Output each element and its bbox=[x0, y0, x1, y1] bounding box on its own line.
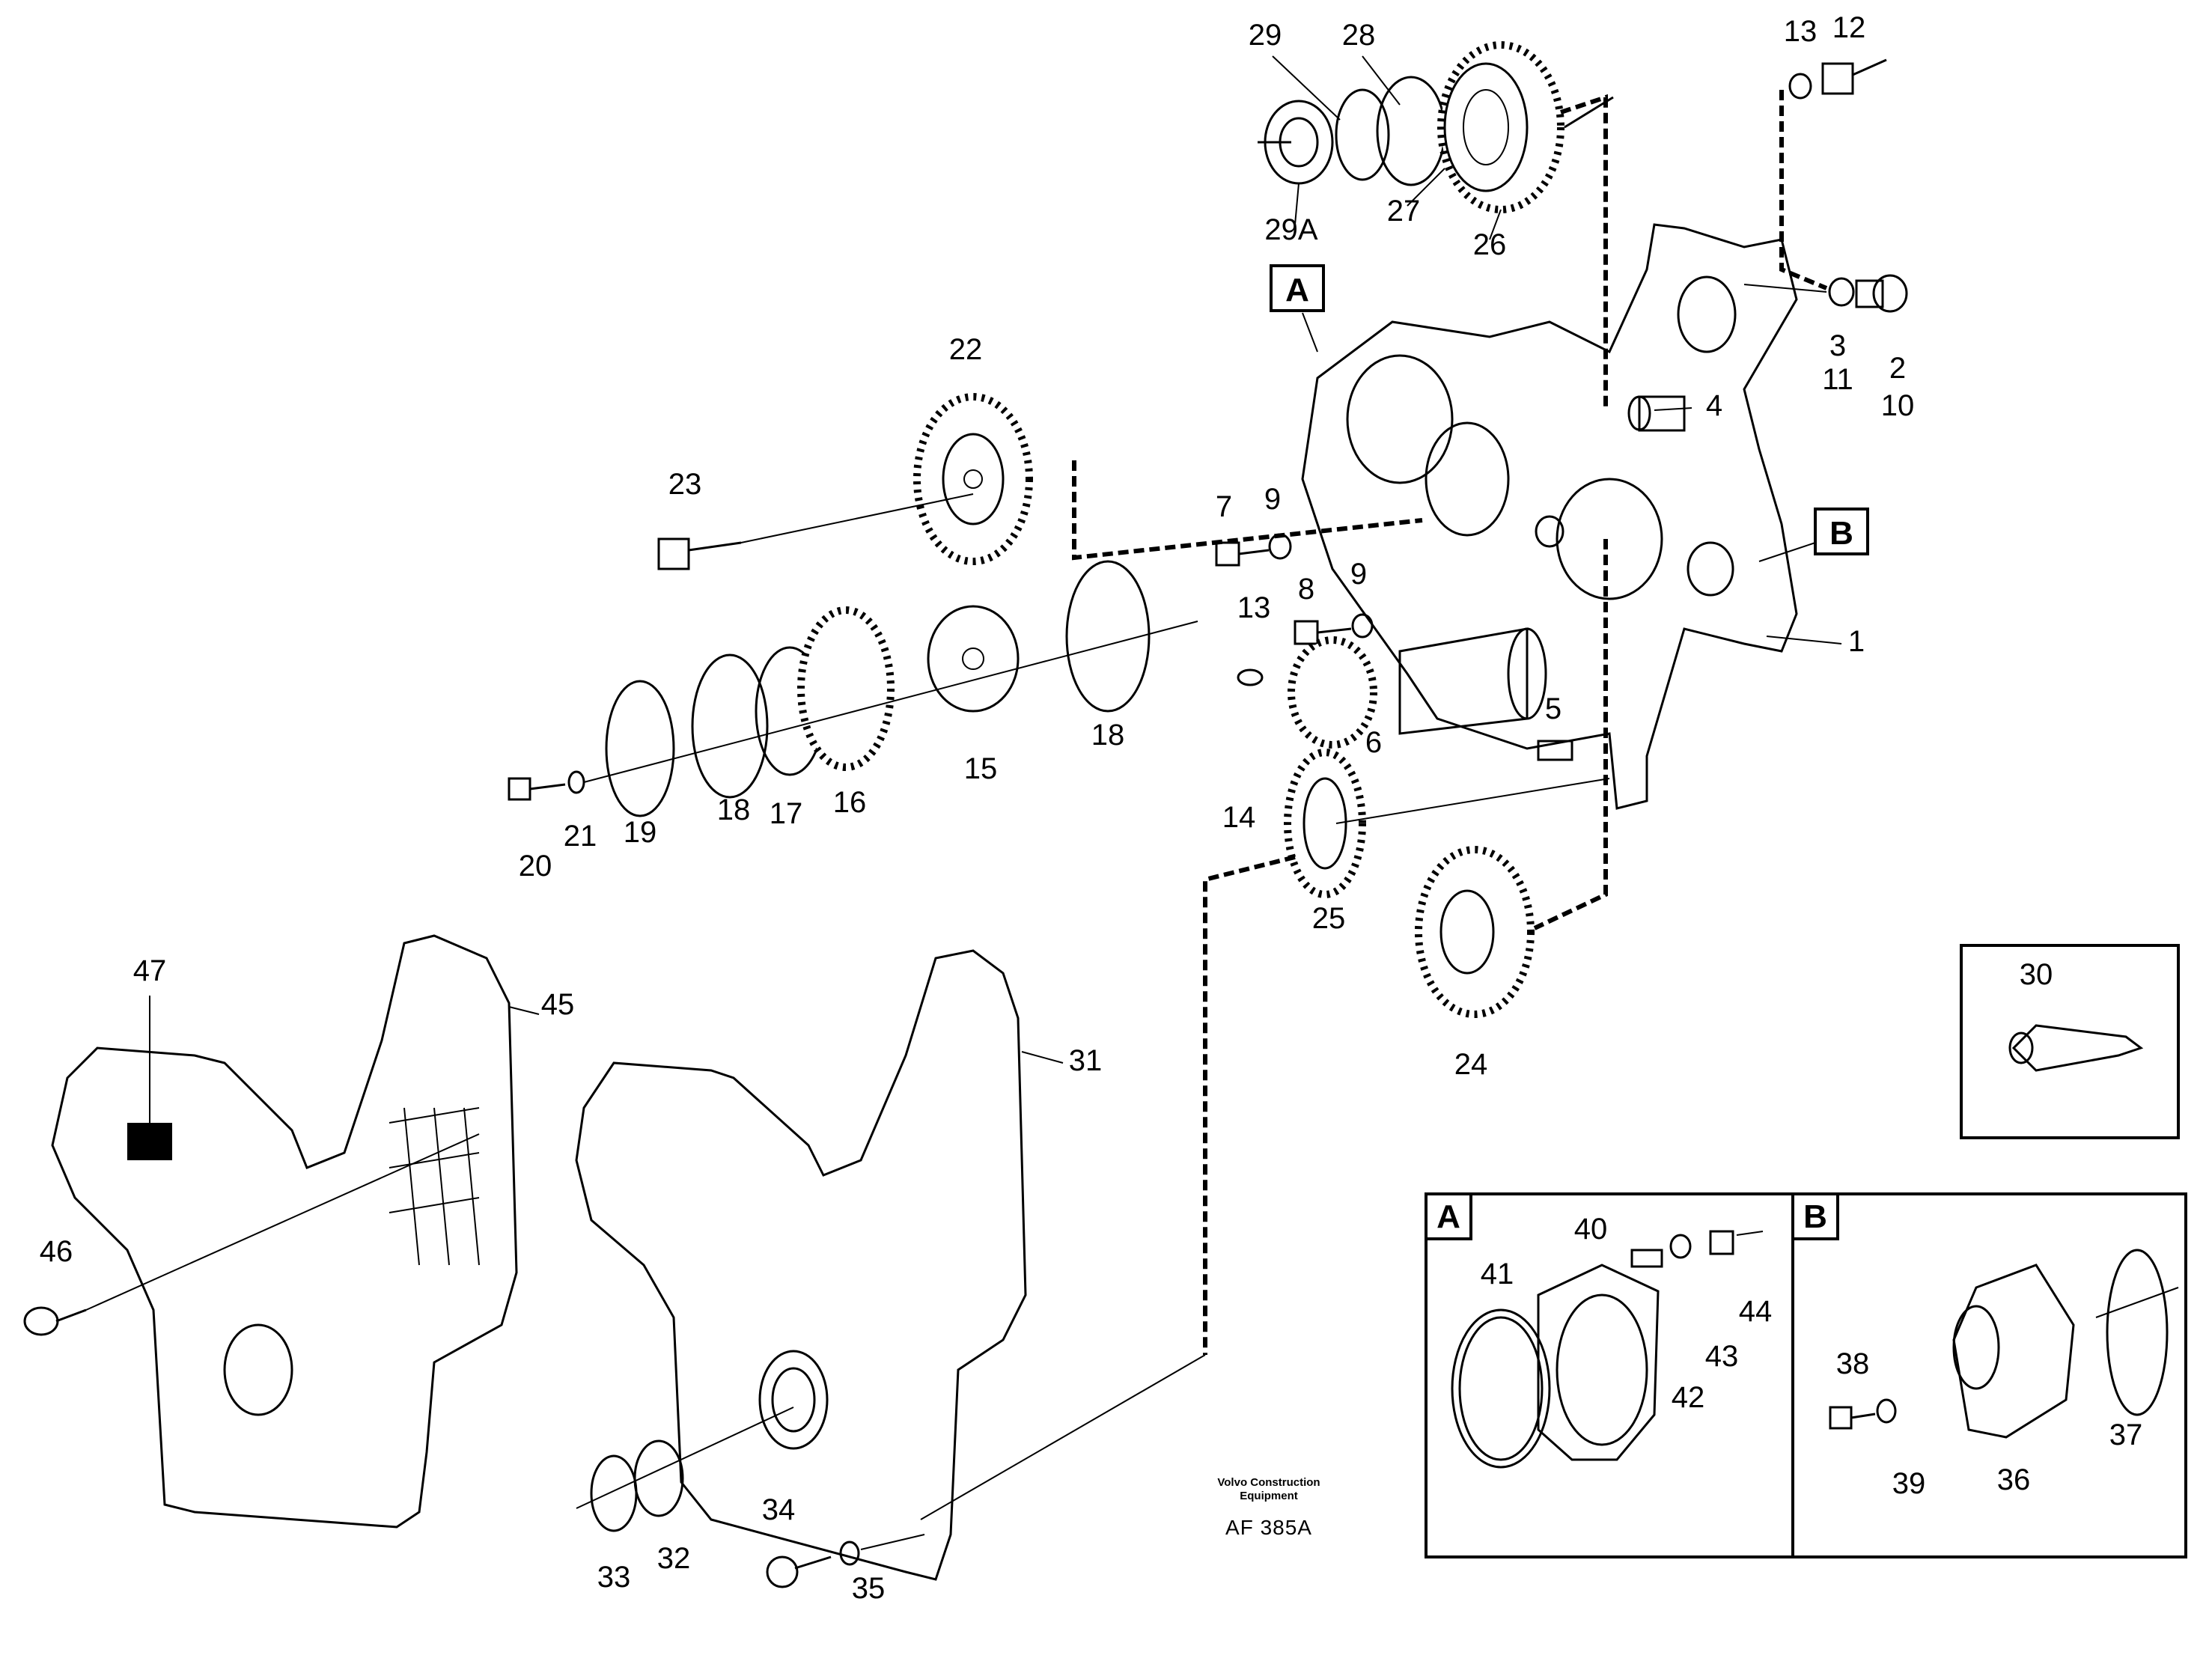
part-label: 16 bbox=[833, 786, 867, 819]
part-label: 37 bbox=[2109, 1418, 2143, 1451]
part-label: 19 bbox=[624, 816, 657, 849]
detail-b-label: B bbox=[1803, 1198, 1827, 1235]
bolt-12-13 bbox=[1788, 58, 1887, 100]
part-label: 28 bbox=[1342, 19, 1376, 52]
part-label: 5 bbox=[1545, 692, 1561, 725]
part-label: 12 bbox=[1832, 11, 1866, 44]
part-label: 2 bbox=[1889, 352, 1906, 385]
part-label: 43 bbox=[1705, 1340, 1739, 1373]
part-label: 18 bbox=[717, 793, 751, 826]
hub-stack bbox=[508, 560, 1198, 817]
callout-box-b-label: B bbox=[1829, 515, 1853, 552]
figure-footer: Volvo Construction Equipment AF 385A bbox=[1217, 1476, 1320, 1539]
part-label: 22 bbox=[949, 333, 983, 366]
callout-box-a: A bbox=[1270, 264, 1325, 353]
part-label: 34 bbox=[762, 1493, 796, 1526]
gears-14-24-25 bbox=[1284, 636, 1573, 1018]
part-label: 46 bbox=[40, 1235, 73, 1268]
detail-a-label: A bbox=[1436, 1198, 1460, 1235]
part-label: 15 bbox=[964, 752, 998, 785]
plug-2-washer-3 bbox=[1743, 274, 1908, 313]
part-label: 29 bbox=[1249, 19, 1282, 52]
part-label: 11 bbox=[1822, 363, 1853, 396]
figure-code: AF 385A bbox=[1225, 1516, 1312, 1539]
part-label: 41 bbox=[1481, 1258, 1514, 1290]
part-label: 31 bbox=[1069, 1044, 1103, 1077]
publisher-line-1: Volvo Construction bbox=[1217, 1476, 1320, 1489]
part-label: 8 bbox=[1298, 573, 1314, 606]
part-label: 38 bbox=[1836, 1347, 1870, 1380]
part-label: 39 bbox=[1892, 1467, 1926, 1500]
dashed-leader-lines bbox=[920, 90, 1828, 1520]
part-label: 3 bbox=[1829, 329, 1846, 362]
part-label: 13 bbox=[1784, 15, 1818, 48]
part-label: 9 bbox=[1350, 558, 1367, 591]
part-label: 23 bbox=[668, 468, 702, 501]
part-label: 14 bbox=[1222, 801, 1256, 834]
part-label: 44 bbox=[1739, 1295, 1773, 1328]
timing-cover-45 bbox=[23, 934, 518, 1529]
timing-cover-31 bbox=[575, 949, 1027, 1588]
part-label: 29A bbox=[1264, 213, 1317, 246]
part-label: 26 bbox=[1473, 228, 1507, 261]
part-label: 42 bbox=[1672, 1381, 1705, 1414]
timing-gear-housing bbox=[1301, 223, 1798, 810]
part-label: 45 bbox=[541, 988, 575, 1021]
part-label: 25 bbox=[1312, 902, 1346, 935]
gear-22-bolt-23 bbox=[657, 393, 1033, 570]
callout-box-b: B bbox=[1758, 508, 1869, 562]
part-label: 18 bbox=[1091, 719, 1125, 752]
part-label: 10 bbox=[1881, 389, 1915, 422]
part-number-labels: 1 2 3 4 5 6 7 8 9 9 10 11 12 13 13 14 15… bbox=[40, 11, 2143, 1605]
part-label: 4 bbox=[1706, 389, 1722, 422]
part-label: 27 bbox=[1387, 195, 1421, 228]
part-label: 36 bbox=[1997, 1463, 2031, 1496]
part-label: 1 bbox=[1848, 625, 1865, 658]
part-label: 21 bbox=[564, 820, 597, 853]
part-label: 20 bbox=[519, 850, 552, 883]
part-label: 9 bbox=[1264, 483, 1281, 516]
part-label: 47 bbox=[133, 954, 167, 987]
part-label: 33 bbox=[597, 1561, 631, 1594]
part-label: 6 bbox=[1365, 726, 1382, 759]
part-label: 13 bbox=[1237, 591, 1271, 624]
detail-box-b bbox=[1791, 1192, 2187, 1558]
publisher-line-2: Equipment bbox=[1240, 1490, 1298, 1502]
part-label: 30 bbox=[2020, 958, 2053, 991]
part-label: 35 bbox=[852, 1572, 886, 1605]
gear-assembly-top bbox=[1258, 41, 1614, 213]
part-label: 24 bbox=[1454, 1048, 1488, 1081]
part-label: 40 bbox=[1574, 1213, 1608, 1246]
label-leader-lines bbox=[149, 55, 1842, 1123]
callout-box-a-label: A bbox=[1285, 272, 1309, 308]
part-label: 7 bbox=[1216, 490, 1232, 523]
detail-box-30 bbox=[1960, 944, 2180, 1139]
part-label: 32 bbox=[657, 1542, 691, 1575]
part-label: 17 bbox=[770, 797, 803, 830]
detail-box-a bbox=[1425, 1192, 1794, 1558]
